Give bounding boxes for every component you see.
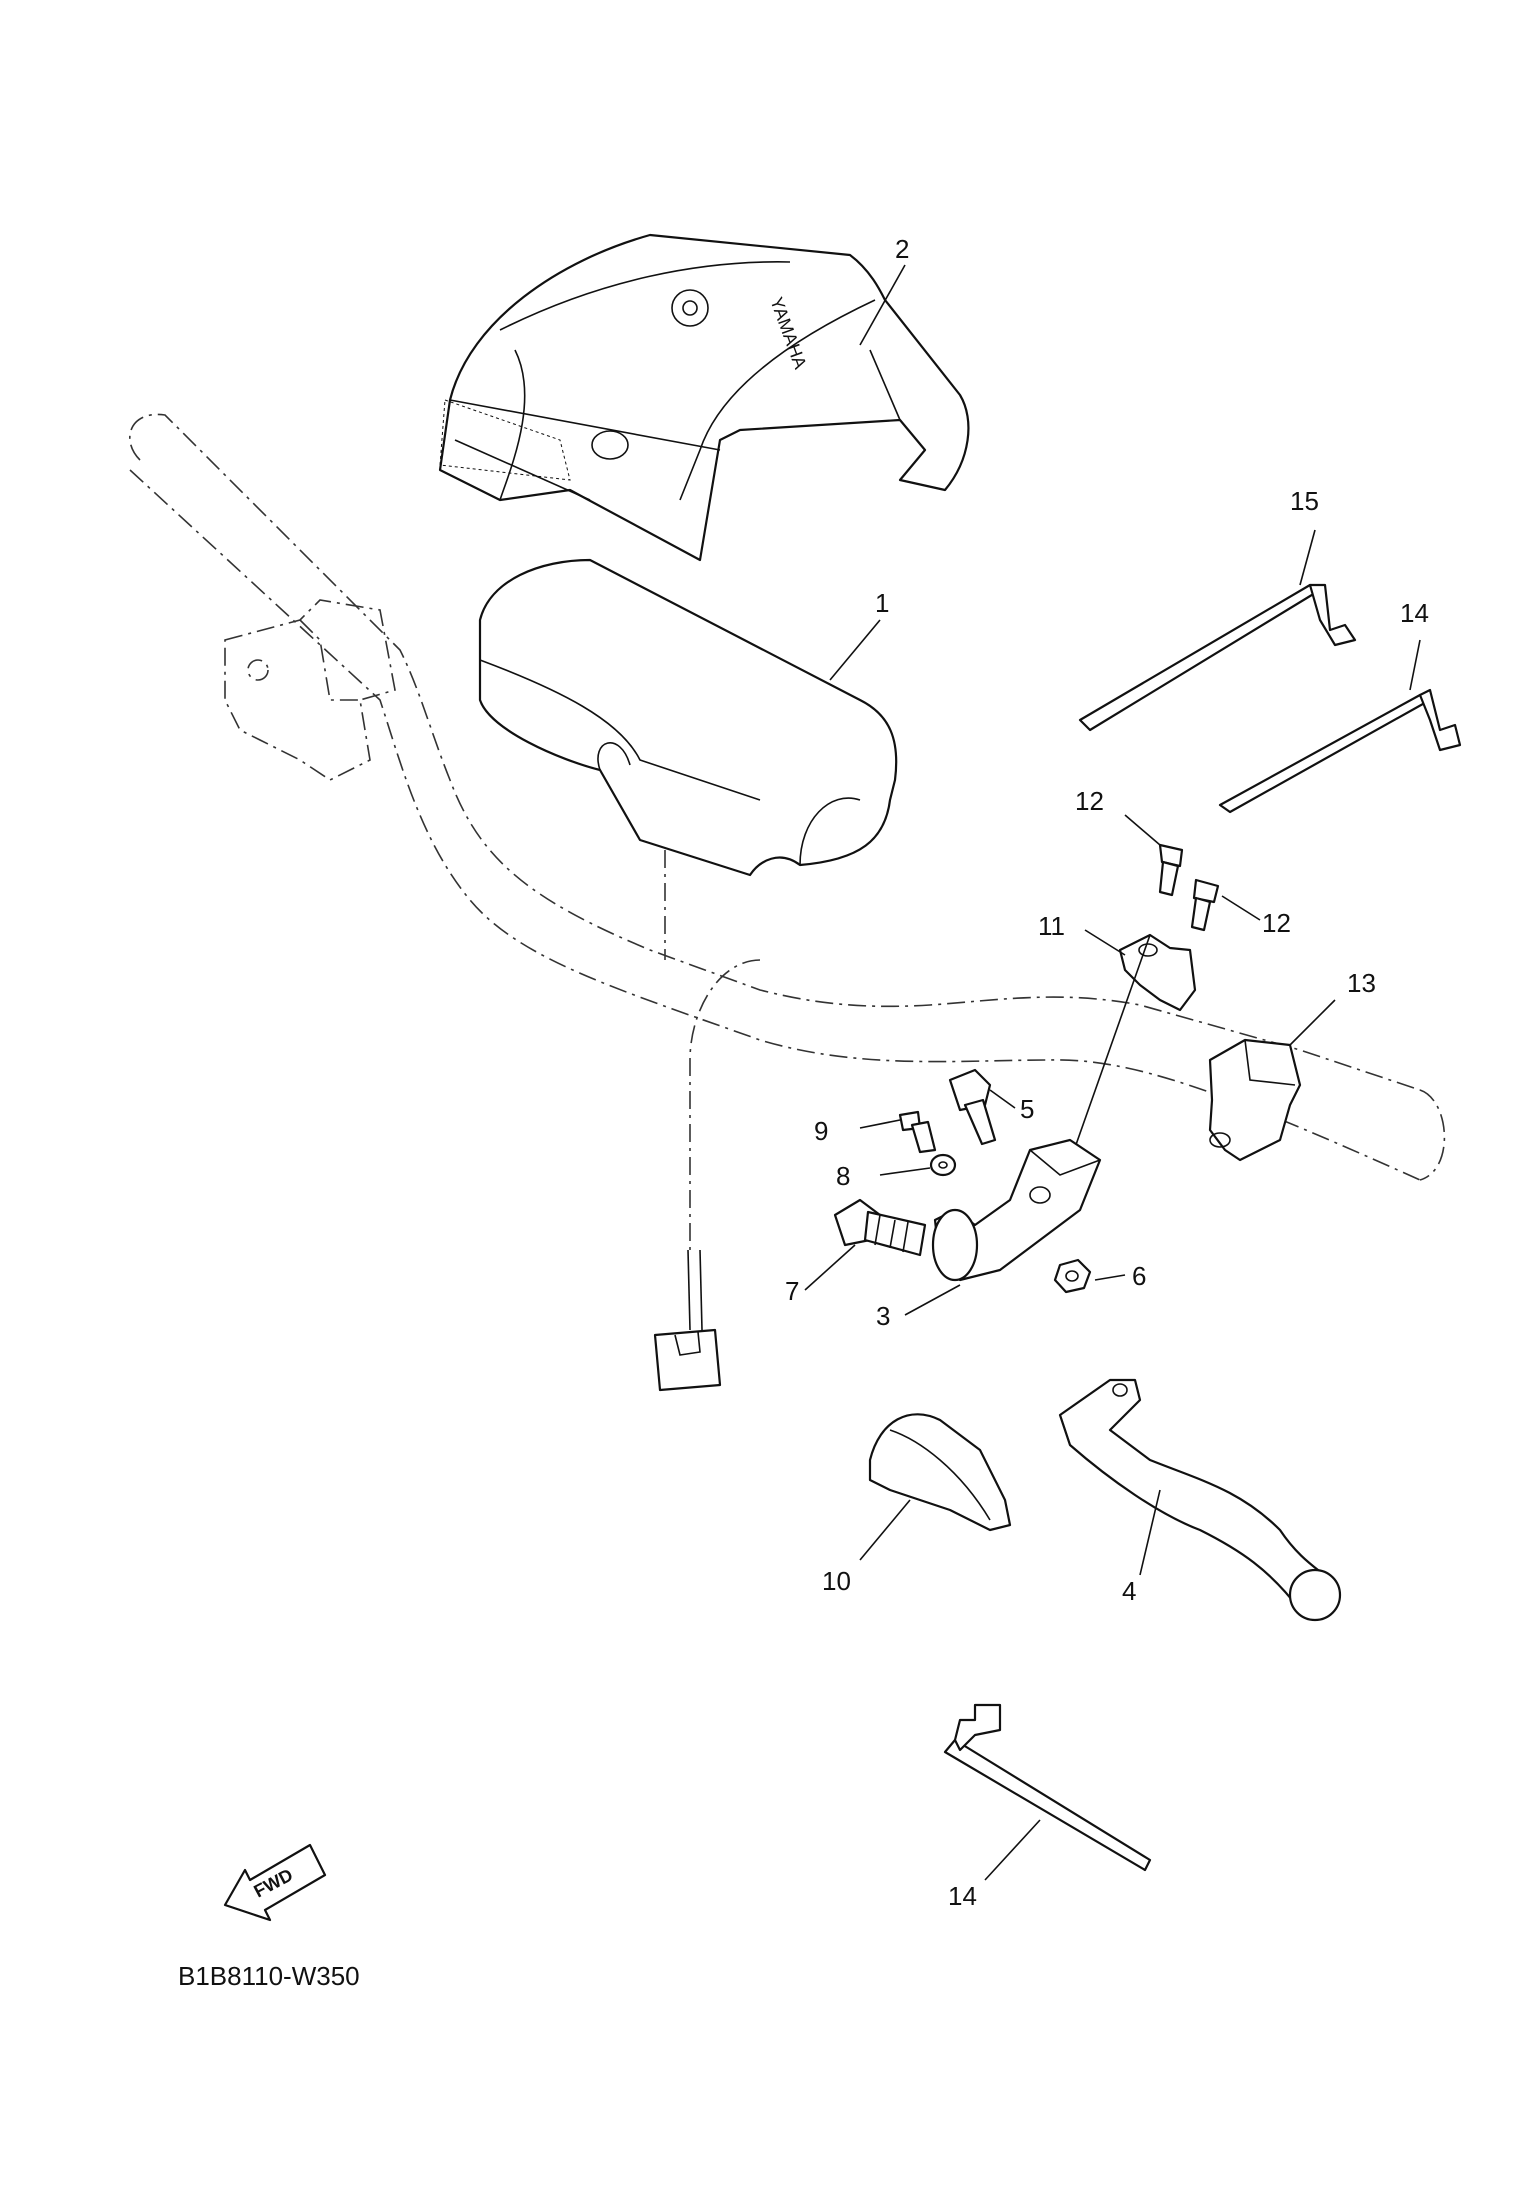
left-switch-phantom [224,599,396,781]
callout-9: 9 [814,1116,828,1146]
bolts-12 [1124,814,1261,932]
callout-labels: 2 1 15 14 12 12 11 13 5 9 8 7 3 6 10 4 1… [785,234,1429,1911]
cable-tie-15 [1078,529,1357,732]
callout-2: 2 [895,234,909,264]
handlebar-pad [478,558,898,877]
callout-6: 6 [1132,1261,1146,1291]
lever-holder-3 [904,1138,1102,1316]
screw-9 [859,1110,937,1154]
handlebar-phantom [129,413,1446,1250]
drawing-code: B1B8110-W350 [178,1961,360,1991]
clamp-11 [1059,929,1197,1191]
clamp-13 [1208,999,1336,1162]
fwd-arrow-icon: FWD [223,1843,327,1922]
pad-cover: YAMAHA [438,233,970,562]
callout-14-lower: 14 [948,1881,977,1911]
lever-4 [1058,1378,1342,1622]
switch-connector [653,1249,722,1392]
callout-5: 5 [1020,1094,1034,1124]
callout-3: 3 [876,1301,890,1331]
washer-8 [879,1153,957,1177]
callout-13: 13 [1347,968,1376,998]
callout-15: 15 [1290,486,1319,516]
callout-14-upper: 14 [1400,598,1429,628]
callout-11: 11 [1038,911,1065,941]
callout-4: 4 [1122,1576,1136,1606]
callout-12-lower: 12 [1262,908,1291,938]
callout-12-upper: 12 [1075,786,1104,816]
callout-10: 10 [822,1566,851,1596]
cable-tie-14-upper [1218,639,1462,814]
nut-6 [1053,1258,1126,1294]
lever-boot-10 [859,1413,1012,1561]
callout-7: 7 [785,1276,799,1306]
callout-1: 1 [875,588,889,618]
adjuster-7 [804,1198,927,1291]
cable-tie-14-lower [943,1703,1152,1881]
pivot-bolt-5 [948,1068,1016,1146]
callout-8: 8 [836,1161,850,1191]
